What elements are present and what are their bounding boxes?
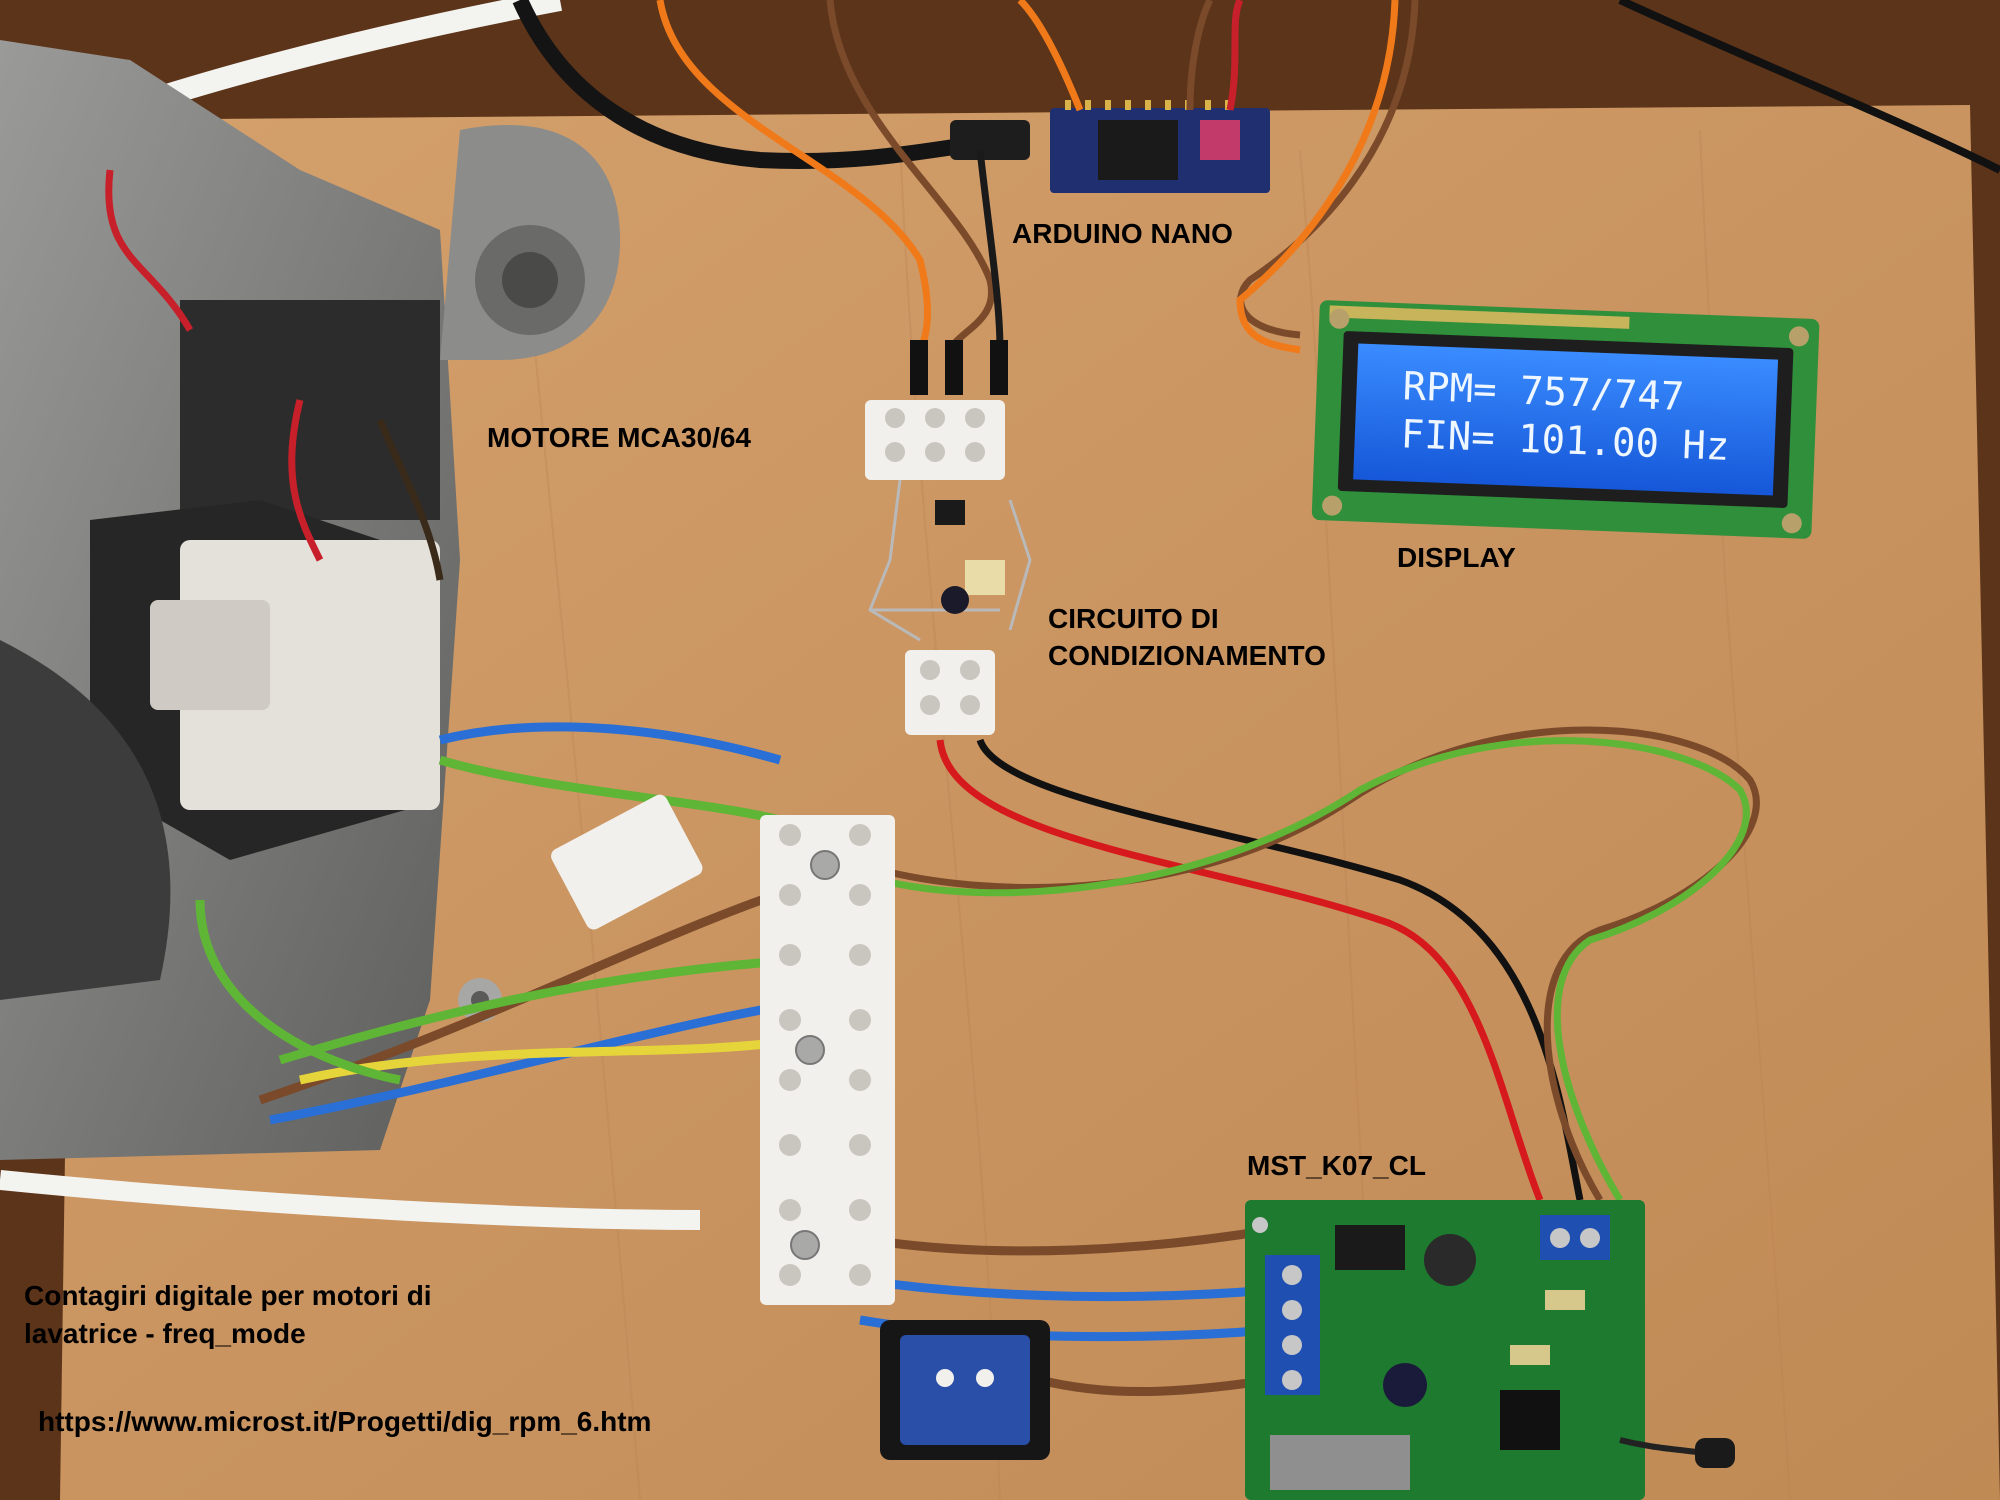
lcd-module [1311,300,1820,539]
label-circuit-line1: CIRCUITO DI [1048,603,1219,634]
mst-board [1245,1200,1645,1500]
label-arduino-nano: ARDUINO NANO [1012,218,1233,249]
rocker-switch [880,1320,1050,1460]
black-cable-right [1618,0,2000,174]
usb-cable [512,0,1002,169]
motor [0,40,620,1160]
label-conditioning-circuit: CIRCUITO DI CONDIZIONAMENTO [1048,600,1326,674]
circuit-components [868,479,1032,642]
terminal-strip [760,815,895,1305]
circuit-terminals-bottom [905,650,995,735]
label-display: DISPLAY [1397,542,1516,573]
circuit-terminals-top [865,340,1008,480]
usb-plug [950,120,1030,160]
label-circuit-line2: CONDIZIONAMENTO [1048,640,1326,671]
source-url: https://www.microst.it/Progetti/dig_rpm_… [38,1406,652,1437]
arduino-nano [1050,100,1270,193]
lcd-screen: RPM= 757/747 FIN= 101.00 Hz [1366,352,1770,479]
white-connector [551,794,703,930]
label-motor: MOTORE MCA30/64 [487,422,751,453]
label-mst-board: MST_K07_CL [1247,1150,1426,1181]
caption: Contagiri digitale per motori di lavatri… [24,1280,432,1349]
wire-red [936,739,1544,1202]
